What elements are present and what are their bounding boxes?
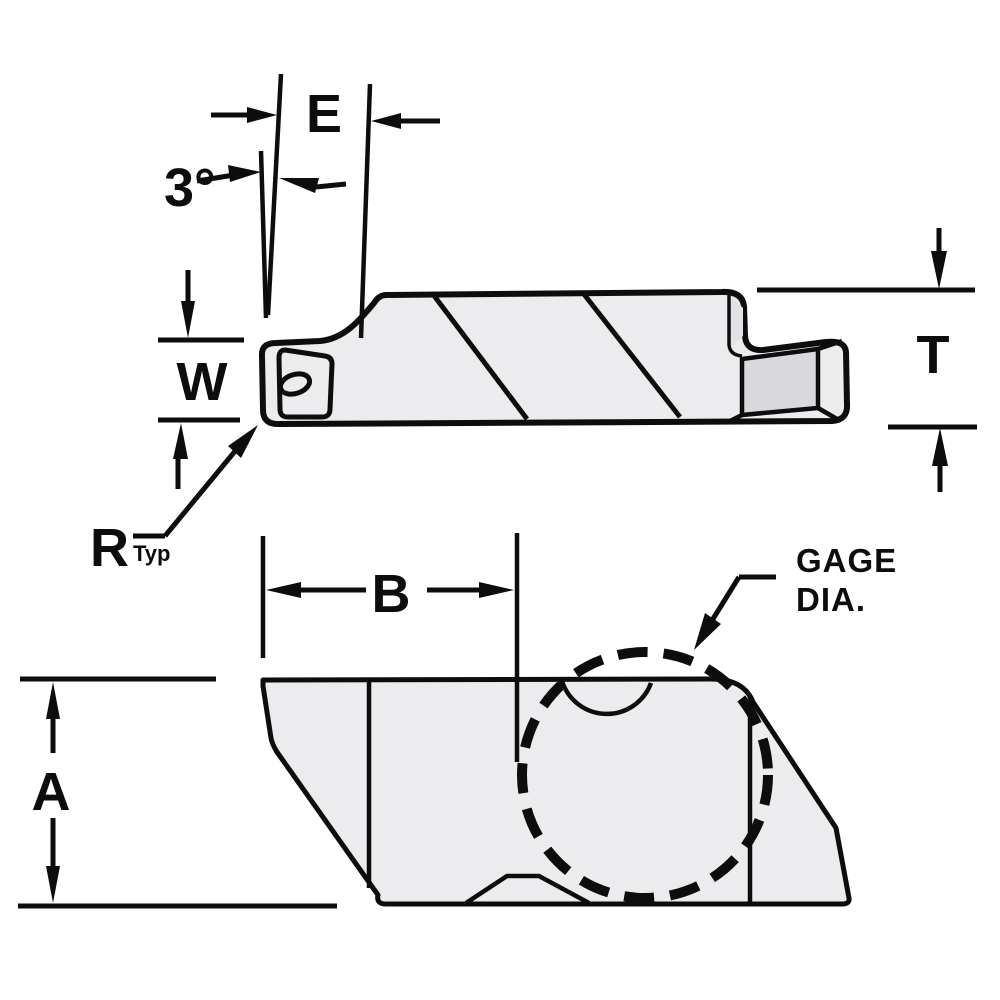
- clamp-bevel-bottom: [816, 406, 839, 421]
- label-b: B: [372, 564, 411, 624]
- t-arrow-down-head: [931, 251, 947, 289]
- chipbreaker-dimple: [277, 371, 313, 397]
- b-arrow-right-head: [479, 582, 514, 598]
- clamp-bevel-left: [728, 412, 744, 424]
- w-arrow-down-head: [181, 301, 195, 338]
- callout-radius: R Typ: [90, 425, 258, 578]
- seat-arc: [559, 680, 654, 717]
- dimension-t: T: [757, 228, 977, 492]
- e-arrow-left-head: [247, 107, 277, 123]
- step-wall-shading: [731, 296, 743, 346]
- step-inner-contour: [727, 293, 743, 358]
- w-arrow-up-head: [173, 423, 188, 459]
- angle-arrow-left-head: [279, 178, 319, 193]
- insert-body-profile: [258, 288, 851, 428]
- label-w: W: [177, 352, 228, 412]
- t-arrow-up-head: [932, 428, 948, 466]
- dimension-b: B: [260, 533, 520, 762]
- extension-line-edge-right: [358, 83, 373, 339]
- r-leader-head: [228, 425, 258, 458]
- locating-notch: [464, 873, 591, 905]
- b-arrow-left-head: [266, 582, 301, 598]
- label-t: T: [917, 325, 950, 385]
- label-gage-word: GAGE: [796, 542, 897, 579]
- label-r-typ: Typ: [133, 541, 170, 566]
- dimension-angle: 3°: [164, 158, 347, 218]
- gage-leader-head: [694, 613, 721, 650]
- clamp-bevel-top: [817, 338, 843, 352]
- dimension-w: W: [158, 270, 244, 489]
- extension-line-tilted-3deg: [265, 73, 284, 316]
- dimension-a: A: [18, 676, 337, 909]
- label-a: A: [32, 762, 71, 822]
- callout-gage-dia: GAGE DIA.: [694, 542, 897, 650]
- side-view: E 3° W T: [90, 73, 977, 578]
- r-leader-shaft: [163, 448, 238, 538]
- a-arrow-down-head: [46, 866, 60, 903]
- insert-plan-profile: [260, 676, 852, 907]
- nose-cutting-face: [276, 347, 335, 420]
- hatch-line-2: [581, 291, 682, 419]
- label-angle: 3°: [164, 158, 216, 218]
- a-arrow-up-head: [46, 682, 60, 719]
- e-arrow-right-head: [371, 113, 401, 129]
- angle-arrow-right-shaft: [196, 172, 235, 184]
- gage-circle: [517, 647, 773, 903]
- label-e: E: [306, 84, 342, 144]
- clamp-face: [739, 346, 821, 418]
- bottom-view: B A GAGE DIA.: [18, 533, 897, 909]
- label-gage-dia: DIA.: [796, 581, 866, 618]
- extension-line-vertical: [258, 150, 269, 319]
- label-r: R: [90, 518, 129, 578]
- hatch-line-1: [430, 291, 529, 421]
- dimension-e: E: [211, 73, 440, 339]
- angle-arrow-left-shaft: [315, 181, 347, 190]
- angle-arrow-right-head: [228, 165, 261, 182]
